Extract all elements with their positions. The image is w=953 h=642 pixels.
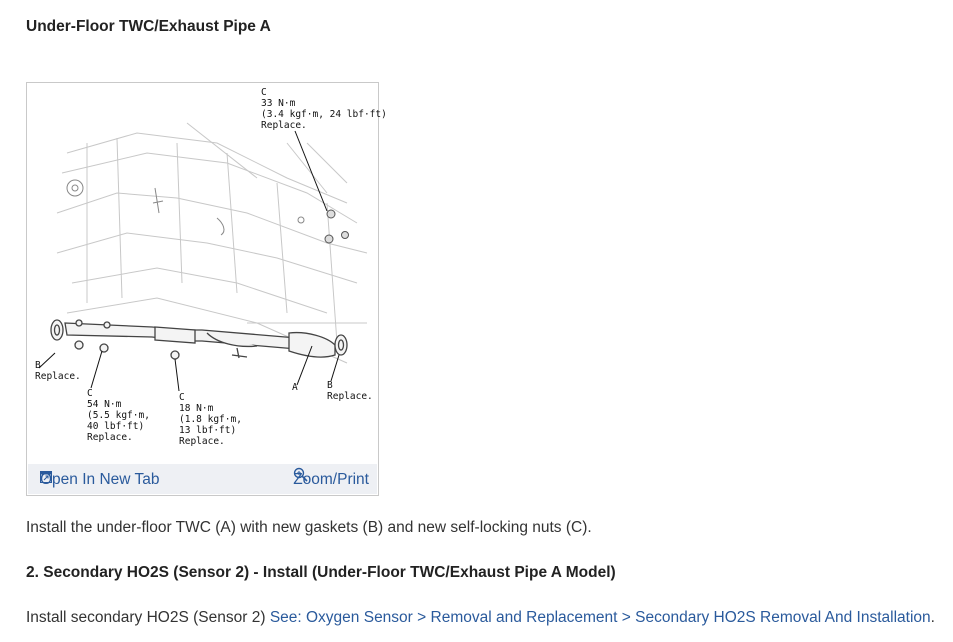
svg-text:Replace.: Replace. <box>179 436 225 447</box>
install-ho2s-instruction: Install secondary HO2S (Sensor 2) See: O… <box>26 609 935 627</box>
svg-text:(1.8 kgf·m,: (1.8 kgf·m, <box>179 414 242 425</box>
svg-text:33 N·m: 33 N·m <box>261 98 296 109</box>
exhaust-diagram-figure: C 33 N·m (3.4 kgf·m, 24 lbf·ft) Replace.… <box>26 82 387 496</box>
zoom-print-link[interactable]: Zoom/Print <box>293 467 369 489</box>
install-ho2s-suffix: . <box>930 609 935 626</box>
figure-toolbar: Open In New Tab Zoom/Print <box>28 464 377 494</box>
label-a: A <box>292 382 298 393</box>
oxygen-sensor-procedure-link[interactable]: See: Oxygen Sensor > Removal and Replace… <box>269 609 931 626</box>
open-in-new-tab-icon <box>40 471 52 483</box>
label-b-left: B Replace. <box>35 360 81 382</box>
label-c-top: C 33 N·m (3.4 kgf·m, 24 lbf·ft) Replace. <box>261 87 387 131</box>
exhaust-diagram: C 33 N·m (3.4 kgf·m, 24 lbf·ft) Replace.… <box>35 87 387 447</box>
svg-text:Replace.: Replace. <box>87 432 133 443</box>
label-b-right: B Replace. <box>327 380 373 402</box>
step-2-heading: 2. Secondary HO2S (Sensor 2) - Install (… <box>26 564 616 581</box>
label-c-left: C 54 N·m (5.5 kgf·m, 40 lbf·ft) Replace. <box>87 388 150 443</box>
svg-text:C: C <box>87 388 93 399</box>
svg-text:C: C <box>261 87 267 98</box>
zoom-print-label: Zoom/Print <box>293 471 369 488</box>
install-twc-instruction: Install the under-floor TWC (A) with new… <box>26 519 592 536</box>
label-c-mid: C 18 N·m (1.8 kgf·m, 13 lbf·ft) Replace. <box>179 392 242 447</box>
svg-text:18 N·m: 18 N·m <box>179 403 214 414</box>
section-title: Under-Floor TWC/Exhaust Pipe A <box>26 18 271 35</box>
svg-text:Replace.: Replace. <box>35 371 81 382</box>
open-in-new-tab-label: Open In New Tab <box>40 471 160 488</box>
svg-text:B: B <box>35 360 41 371</box>
svg-text:(5.5 kgf·m,: (5.5 kgf·m, <box>87 410 150 421</box>
svg-text:C: C <box>179 392 185 403</box>
zoom-magnifier-icon <box>293 467 308 482</box>
svg-text:54 N·m: 54 N·m <box>87 399 122 410</box>
open-in-new-tab-link[interactable]: Open In New Tab <box>40 471 159 489</box>
svg-text:13 lbf·ft): 13 lbf·ft) <box>179 425 236 436</box>
svg-text:40 lbf·ft): 40 lbf·ft) <box>87 421 144 432</box>
svg-text:Replace.: Replace. <box>261 120 307 131</box>
svg-text:(3.4 kgf·m, 24 lbf·ft): (3.4 kgf·m, 24 lbf·ft) <box>261 109 387 120</box>
svg-text:B: B <box>327 380 333 391</box>
svg-text:Replace.: Replace. <box>327 391 373 402</box>
install-ho2s-prefix: Install secondary HO2S (Sensor 2) <box>26 609 270 626</box>
